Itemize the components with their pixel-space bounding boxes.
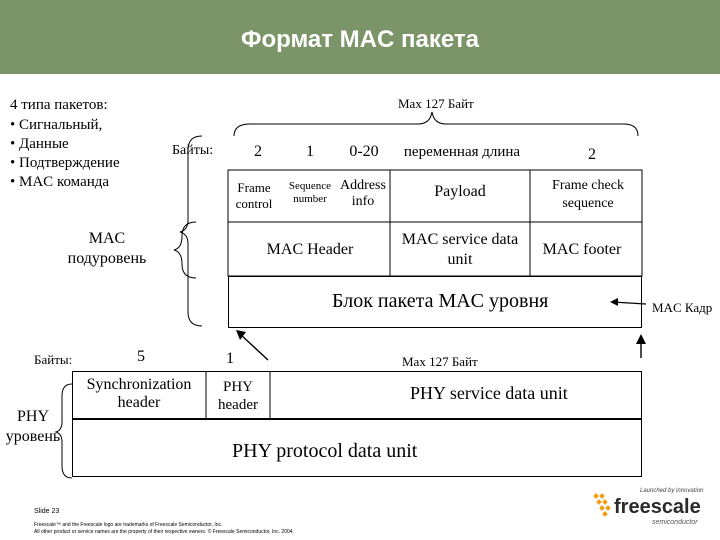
packet-types-heading: 4 типа пакетов:	[10, 97, 108, 113]
legal-line-2: All other product or service names are t…	[34, 529, 294, 535]
packet-type-item: • Подтверждение	[10, 155, 120, 171]
mac-footer-label: MAC footer	[542, 241, 622, 258]
packet-type-item: • Сигнальный,	[10, 117, 103, 133]
slide-number: Slide 23	[34, 508, 60, 515]
byte-count-sequence: 1	[306, 143, 314, 160]
mac-sublayer-label: MAC подуровень	[67, 230, 147, 267]
freescale-logo-dots	[592, 492, 614, 518]
byte-count-frame-control: 2	[254, 143, 262, 160]
mac-frame-label: MAC Кадр	[652, 300, 713, 315]
phy-header-label: PHY header	[218, 379, 258, 413]
mac-service-label: MAC service data unit	[401, 231, 519, 268]
legal-line-1: Freescale™ and the Freescale logo are tr…	[34, 522, 223, 528]
phy-layer-label: PHY уровень	[5, 408, 61, 445]
phy-protocol-label: PHY protocol data unit	[232, 440, 418, 462]
logo-tagline: Launched by innovation	[640, 488, 704, 494]
phy-protocol-box	[72, 419, 642, 477]
byte-count-payload: переменная длина	[403, 144, 521, 160]
freescale-logo-sub: semiconductor	[652, 519, 698, 526]
phy-max-label: Max 127 Байт	[402, 354, 478, 369]
phy-sync-label: Synchronization header	[86, 376, 192, 411]
mac-block-label: Блок пакета MAC уровня	[332, 290, 549, 312]
packet-type-item: • MAC команда	[10, 174, 110, 190]
field-address-info: Address info	[340, 178, 386, 209]
phy-service-label: PHY service data unit	[410, 383, 568, 403]
field-sequence-number: Sequence number	[288, 180, 332, 205]
mac-bytes-label: Байты:	[172, 143, 214, 158]
field-frame-control: Frame control	[235, 180, 273, 211]
byte-count-fcs: 2	[588, 146, 596, 163]
phy-byte-count-sync: 5	[137, 348, 145, 365]
phy-header-row-box	[72, 371, 642, 419]
phy-byte-count-header: 1	[226, 350, 234, 367]
byte-count-address: 0-20	[349, 143, 379, 160]
freescale-logo-text: freescale	[614, 496, 701, 518]
mac-header-label: MAC Header	[266, 241, 354, 258]
mac-max-label: Max 127 Байт	[398, 96, 474, 111]
page-title: Формат MAC пакета	[240, 26, 479, 53]
field-frame-check-sequence: Frame check sequence	[552, 178, 624, 211]
packet-type-item: • Данные	[10, 136, 69, 152]
field-payload: Payload	[434, 183, 486, 200]
phy-bytes-label: Байты:	[34, 352, 73, 367]
title-banner: Формат MAC пакета	[0, 0, 720, 74]
